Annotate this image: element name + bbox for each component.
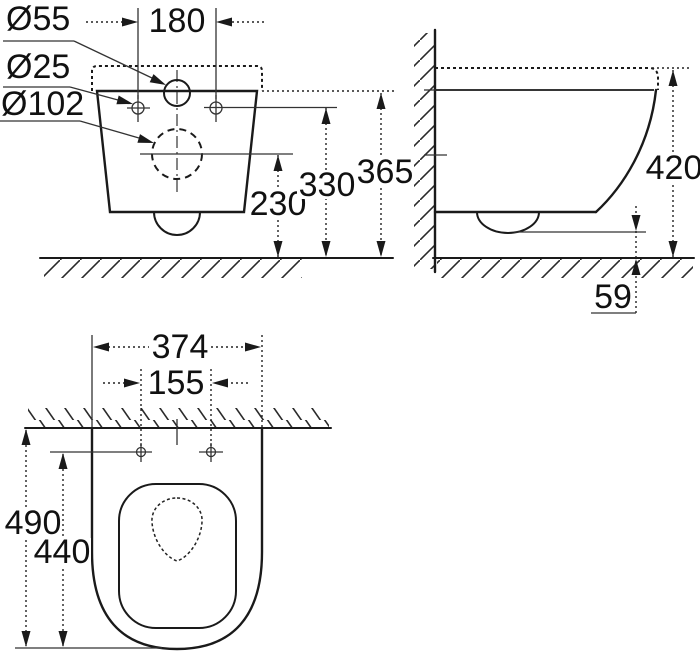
seat-hole-right (199, 443, 223, 462)
dim-label-490: 490 (5, 504, 62, 542)
dimension-overall-height: 420 (645, 67, 700, 257)
callout-outlet: Ø102 (0, 85, 154, 143)
arrowhead (212, 378, 228, 388)
floor-hatch-side (437, 259, 693, 278)
arrowhead (58, 631, 68, 647)
dimension-hole-depth: 440 (33, 453, 91, 647)
dim-label-420: 420 (646, 149, 700, 187)
dimension-rim-height: 365 (356, 93, 416, 257)
arrowhead (668, 241, 678, 257)
arrowhead (21, 429, 31, 445)
arrowhead (216, 17, 232, 27)
arrowhead (21, 631, 31, 647)
callout-label-fixing: Ø25 (6, 48, 70, 86)
dimension-fixing-height: 330 (297, 108, 356, 257)
trap-arc (153, 211, 201, 236)
bowl-rim-outline (91, 65, 263, 91)
dim-label-330: 330 (299, 166, 356, 204)
bowl-profile-curve (594, 88, 658, 214)
arrowhead (376, 241, 386, 257)
leader-arrowhead (137, 134, 154, 143)
arrowhead (124, 378, 140, 388)
dim-label-180: 180 (149, 2, 206, 40)
dim-label-155: 155 (148, 364, 205, 402)
arrowhead (376, 93, 386, 109)
wall-hatch (414, 33, 434, 269)
dim-label-365: 365 (357, 153, 414, 191)
water-surface-outline (151, 497, 203, 562)
callout-fixing: Ø25 (3, 48, 133, 105)
seat-opening-outline (118, 483, 237, 629)
dimension-fixing-spacing: 180 (86, 2, 265, 99)
fixing-hole-right (204, 95, 337, 122)
dim-label-230: 230 (250, 185, 307, 223)
arrowhead (245, 342, 261, 352)
dimension-overall-width: 374 (93, 328, 261, 366)
callout-label-outlet: Ø102 (1, 85, 84, 123)
floor-hatch-front (44, 259, 302, 278)
arrowhead (321, 241, 331, 257)
dimension-hole-spacing: 155 (103, 364, 249, 402)
bowl-body-outline (95, 89, 259, 214)
arrowhead (58, 453, 68, 469)
trap-arc-side (476, 211, 540, 234)
bowl-outline-top (90, 426, 264, 651)
side-view: 420 59 (414, 28, 700, 316)
leader-line (73, 40, 153, 79)
arrowhead (122, 17, 138, 27)
dimension-overall-depth: 490 (4, 429, 62, 647)
flush-inlet-circle (163, 79, 191, 107)
callout-inlet: Ø55 (3, 0, 166, 85)
arrowhead (273, 241, 283, 257)
leader-line (69, 86, 119, 101)
arrowhead (668, 70, 678, 86)
leader-arrowhead (149, 74, 166, 85)
arrowhead (321, 108, 331, 124)
arrowhead (273, 155, 283, 171)
dimension-trap-clearance: 59 (591, 206, 641, 316)
arrowhead (631, 215, 641, 231)
wall-hatch-top (28, 408, 329, 428)
leader-line (79, 120, 140, 139)
seat-top-outline (435, 67, 659, 90)
fixing-hole-left (127, 95, 150, 122)
top-view: 374 155 490 440 (4, 328, 332, 651)
front-view: 180 Ø55 Ø25 Ø102 230 (0, 0, 416, 278)
arrowhead (93, 342, 109, 352)
seat-hole-left (50, 443, 152, 462)
dim-label-59: 59 (594, 278, 632, 316)
callout-label-inlet: Ø55 (6, 0, 70, 38)
arrowhead (631, 259, 641, 275)
dim-label-440: 440 (34, 533, 91, 571)
dim-label-374: 374 (152, 328, 209, 366)
leader-arrowhead (116, 95, 133, 105)
